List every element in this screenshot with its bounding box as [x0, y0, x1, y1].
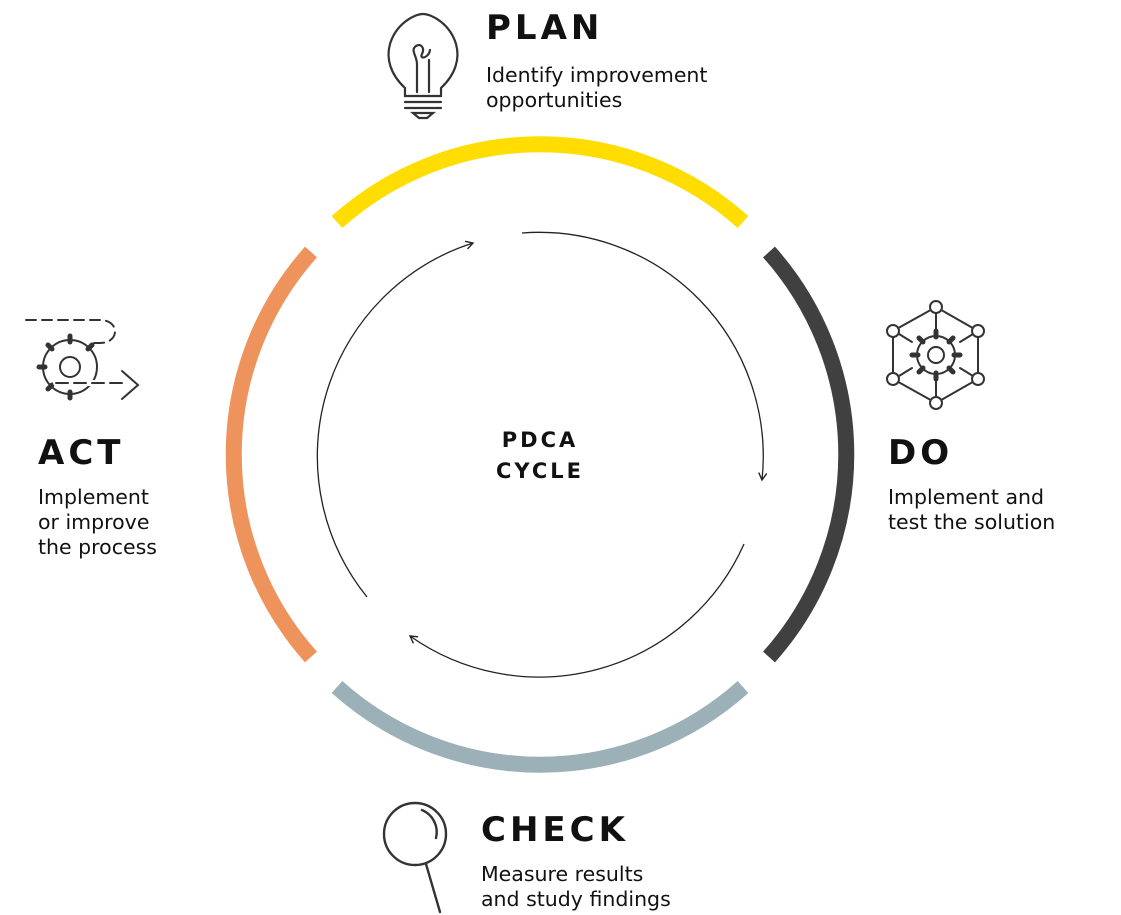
plan-title: PLAN — [486, 8, 604, 48]
do-description-line-2: test the solution — [888, 510, 1056, 534]
check-description-line-2: and study findings — [481, 887, 671, 911]
act-description-line-2: or improve — [38, 510, 150, 534]
act-title: ACT — [38, 433, 125, 473]
act-description-line-3: the process — [38, 535, 157, 559]
inner-arrow-left — [316, 240, 475, 598]
network-gear-icon — [886, 300, 985, 410]
center-label-line-2: CYCLE — [495, 459, 584, 483]
plan-description-line-1: Identify improvement — [486, 63, 708, 87]
center-label-line-1: PDCA — [501, 428, 579, 452]
check-description-line-1: Measure results — [481, 862, 644, 886]
plan-ring-segment — [331, 136, 749, 228]
do-description-line-1: Implement and — [888, 485, 1045, 509]
inner-arrow-top-right — [521, 231, 768, 482]
check-title: CHECK — [481, 810, 629, 850]
act-ring-segment — [225, 246, 317, 663]
act-description-line-1: Implement — [38, 485, 149, 509]
do-title: DO — [888, 433, 954, 473]
inner-arrow-bottom-right — [408, 543, 745, 678]
magnifier-icon — [382, 801, 448, 914]
do-ring-segment — [763, 246, 855, 663]
plan-description-line-2: opportunities — [486, 88, 623, 112]
lightbulb-icon — [387, 12, 459, 120]
gear-dashed-arrow-icon — [25, 319, 140, 401]
check-ring-segment — [331, 681, 749, 773]
